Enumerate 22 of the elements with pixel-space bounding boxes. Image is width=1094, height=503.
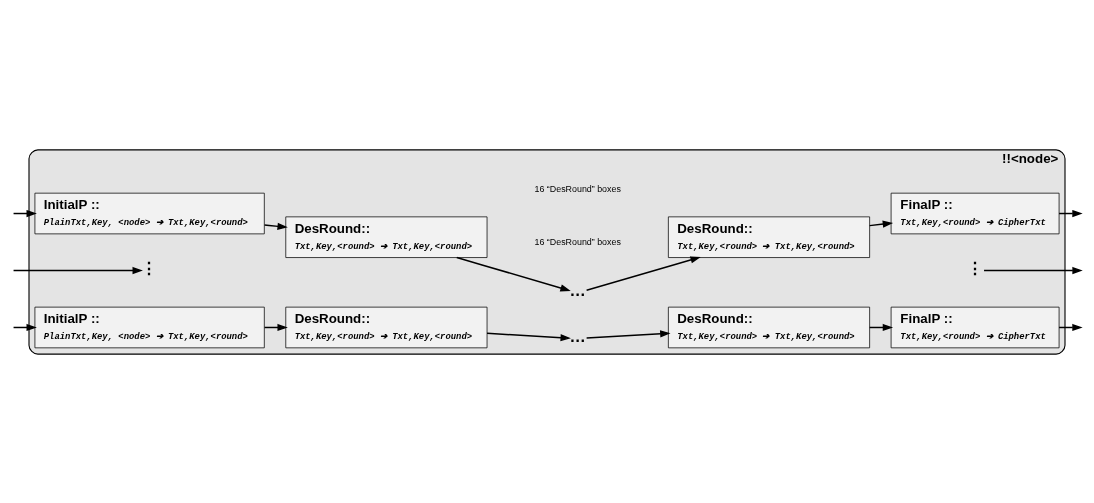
node-box: DesRound:: Txt,Key,<round> ➔ Txt,Key,<round> (668, 216, 870, 258)
node-text: ⋮ (966, 258, 983, 277)
node-box: FinalP :: Txt,Key,<round> ➔ CipherTxt (890, 192, 1060, 234)
node-box: DesRound:: Txt,Key,<round> ➔ Txt,Key,<round> (285, 306, 488, 348)
arrow (12, 266, 143, 274)
node-box: DesRound:: Txt,Key,<round> ➔ Txt,Key,<round> (668, 306, 870, 348)
node-box: InitialP :: PlainTxt,Key, <node> ➔ Txt,Key,<round> (34, 306, 265, 348)
node-text: ⋮ (141, 258, 158, 277)
arrow (983, 266, 1083, 274)
node-text: … (569, 280, 586, 299)
node-box: InitialP :: PlainTxt,Key, <node> ➔ Txt,Key,<round> (34, 192, 265, 234)
arrow (456, 256, 571, 291)
label: 16 “DesRound” boxes (534, 183, 621, 194)
label: 16 “DesRound” boxes (534, 236, 621, 247)
node-box: FinalP :: Txt,Key,<round> ➔ CipherTxt (890, 306, 1060, 348)
arrow (263, 222, 288, 230)
arrow (868, 220, 894, 228)
node-text: … (569, 326, 586, 345)
arrow (585, 329, 671, 339)
arrow (486, 332, 571, 341)
arrow (585, 255, 701, 291)
node-box: DesRound:: Txt,Key,<round> ➔ Txt,Key,<round> (285, 216, 488, 258)
